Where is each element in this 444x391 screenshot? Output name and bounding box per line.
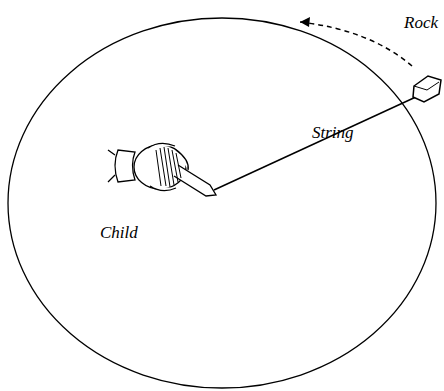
rock-label: Rock [404, 14, 438, 31]
rock-shape [413, 76, 441, 102]
path-circle [8, 18, 436, 388]
string-line [214, 96, 418, 190]
motion-arrow [300, 22, 412, 66]
child-label: Child [100, 224, 138, 241]
child-hair [156, 147, 181, 187]
child-figure [108, 143, 216, 196]
rock-edge [414, 82, 439, 90]
string-label: String [312, 124, 354, 141]
arrow-head [300, 17, 310, 27]
